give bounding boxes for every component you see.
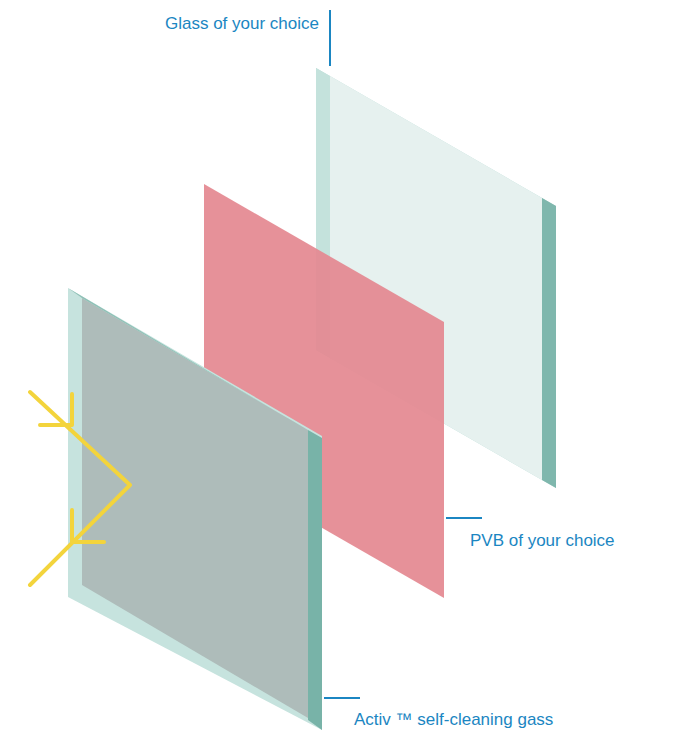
leader-lines [324, 10, 482, 698]
light-arrow [30, 392, 130, 585]
part-label: Glass of your choice [163, 14, 321, 34]
part-label: PVB of your choice [468, 531, 617, 551]
part-label: Activ ™ self-cleaning gass [352, 710, 555, 730]
